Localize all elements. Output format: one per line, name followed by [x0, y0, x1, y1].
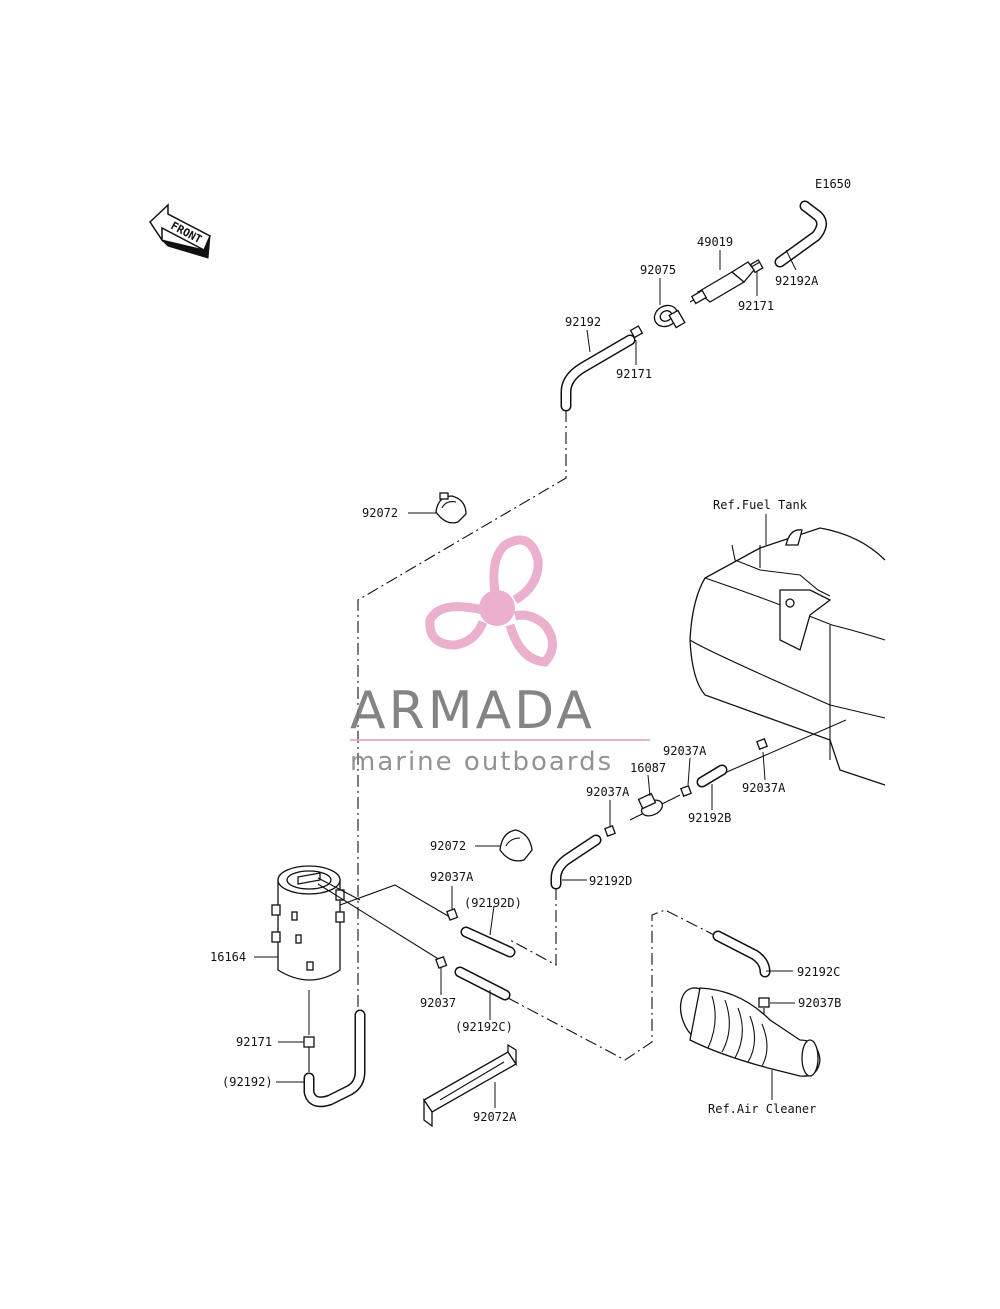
label-92171-top: 92171	[738, 299, 774, 313]
fuel-filter-49019	[689, 261, 761, 305]
hose-92192d-ref	[460, 926, 516, 958]
label-92037B: 92037B	[798, 996, 841, 1010]
watermark-subtitle: marine outboards	[350, 747, 613, 777]
diagram-code: E1650	[815, 177, 851, 191]
label-92192B: 92192B	[688, 811, 731, 825]
route-line-main	[357, 410, 567, 1010]
label-92192D-ref: (92192D)	[464, 896, 522, 910]
label-92171-mid: 92171	[616, 367, 652, 381]
label-92192: 92192	[565, 315, 601, 329]
part-labels: 49019 92075 92192A 92171 92192 92171 920…	[210, 235, 841, 1124]
canister-line-b	[339, 884, 449, 917]
watermark-title: ARMADA	[350, 681, 595, 741]
label-92075: 92075	[640, 263, 676, 277]
front-arrow-icon: FRONT	[149, 203, 211, 259]
label-92037A-a: 92037A	[663, 744, 707, 758]
tank-to-joint-line	[719, 719, 847, 776]
label-49019: 49019	[697, 235, 733, 249]
label-92192D: 92192D	[589, 874, 632, 888]
strap-92072a	[423, 1043, 517, 1128]
label-92072-top: 92072	[362, 506, 398, 520]
clamp-92171-bottom	[303, 1036, 315, 1072]
hose-92192b	[696, 764, 728, 788]
canister-16164	[271, 865, 345, 1035]
label-92037A-c: 92037A	[586, 785, 630, 799]
hose-92192c-ref	[454, 966, 511, 1001]
label-92072A: 92072A	[473, 1110, 517, 1124]
hose-92192d	[550, 834, 602, 890]
fuel-tank: Ref.Fuel Tank	[689, 498, 886, 786]
canister-line-c	[317, 883, 441, 961]
clamp-92171-mid	[629, 325, 644, 339]
air-cleaner: Ref.Air Cleaner	[679, 987, 821, 1116]
label-92037A-b: 92037A	[742, 781, 786, 795]
route-line-92192d	[509, 888, 557, 966]
clamp-band-92072-mid	[499, 829, 533, 862]
clamp-92037a-lower	[604, 825, 616, 837]
label-92037A-d: 92037A	[430, 870, 474, 884]
watermark-logo: ARMADA marine outboards	[350, 535, 650, 777]
clamp-92037	[435, 956, 448, 969]
valve-16087	[629, 792, 681, 821]
hose-92192	[560, 334, 636, 412]
hose-92192c	[712, 930, 771, 978]
hose-92192-bottom	[303, 1009, 366, 1108]
leader-lines	[254, 249, 797, 1083]
label-92192A: 92192A	[775, 274, 819, 288]
label-92072-mid: 92072	[430, 839, 466, 853]
propeller-icon	[425, 535, 557, 667]
canister-line-a	[317, 877, 361, 901]
label-16087: 16087	[630, 761, 666, 775]
clamp-92037a-tank	[756, 738, 768, 750]
label-92192C-ref: (92192C)	[455, 1020, 513, 1034]
label-92171-bot: 92171	[236, 1035, 272, 1049]
fuel-tank-ref-label: Ref.Fuel Tank	[713, 498, 808, 512]
label-92037: 92037	[420, 996, 456, 1010]
route-line-92192c	[507, 909, 721, 1061]
hose-92192a	[774, 200, 827, 268]
clamp-92037a-canister	[446, 908, 459, 921]
label-92192C: 92192C	[797, 965, 840, 979]
clamp-92037a-upper	[680, 785, 692, 797]
air-cleaner-ref-label: Ref.Air Cleaner	[708, 1102, 816, 1116]
fitting-92075	[653, 304, 686, 329]
label-92192-ref: (92192)	[222, 1075, 273, 1089]
label-16164: 16164	[210, 950, 246, 964]
clamp-band-92072-top	[435, 492, 467, 524]
